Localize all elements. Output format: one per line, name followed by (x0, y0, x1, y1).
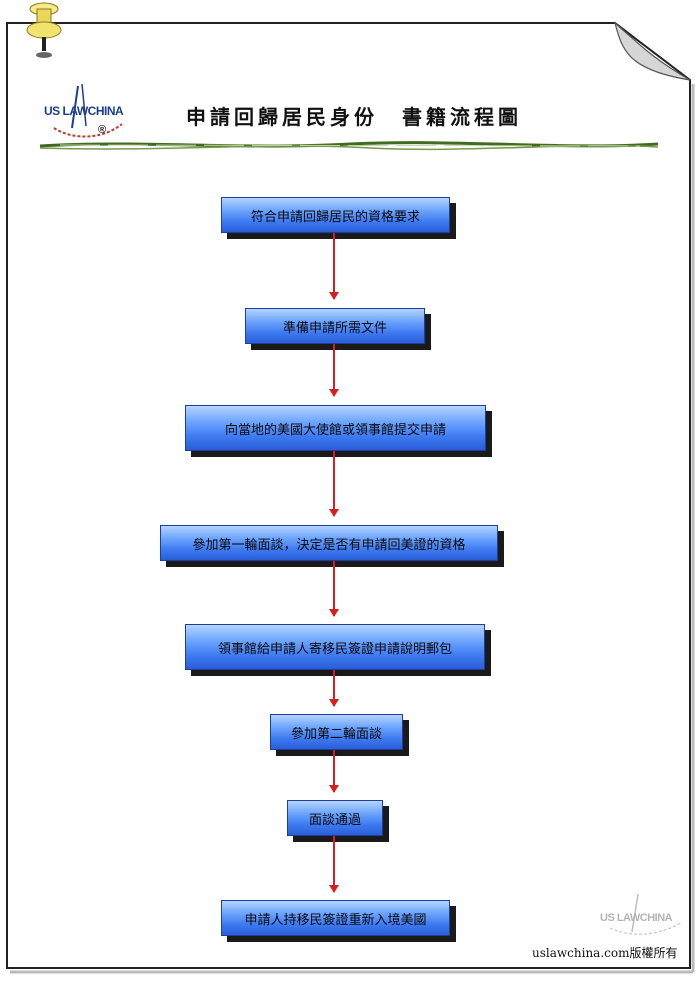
flow-step-8: 申請人持移民簽證重新入境美國 (221, 900, 450, 936)
watermark-logo: US LAWCHINA (600, 892, 690, 936)
flow-step-4: 參加第一輪面談，決定是否有申請回美證的資格 (160, 525, 498, 561)
flow-arrow-5 (329, 670, 339, 707)
flow-arrow-1 (329, 233, 339, 300)
flow-arrow-3 (329, 451, 339, 517)
flow-step-5: 領事館給申請人寄移民簽證申請說明郵包 (185, 624, 485, 670)
push-pin-icon (26, 2, 62, 58)
flow-arrow-4 (329, 561, 339, 617)
copyright-text: uslawchina.com版權所有 (532, 946, 678, 960)
decorative-divider (40, 141, 658, 151)
flow-arrow-7 (329, 836, 339, 893)
watermark-text: US LAWCHINA (600, 912, 673, 924)
flow-arrow-2 (329, 344, 339, 397)
registered-mark: ® (98, 124, 107, 136)
flow-arrow-6 (329, 750, 339, 793)
flow-step-7: 面談通過 (287, 800, 383, 836)
flow-step-6: 參加第二輪面談 (270, 714, 403, 750)
flow-step-2: 準備申請所需文件 (245, 308, 425, 344)
flow-step-1: 符合申請回歸居民的資格要求 (221, 197, 450, 233)
flow-step-3: 向當地的美國大使館或領事館提交申請 (185, 405, 486, 451)
uslawchina-logo: US LAWCHINA ® (42, 78, 132, 142)
page-curl (613, 21, 691, 81)
page-title: 申請回歸居民身份 書籍流程圖 (186, 105, 522, 129)
logo-text: US LAWCHINA (44, 104, 124, 118)
